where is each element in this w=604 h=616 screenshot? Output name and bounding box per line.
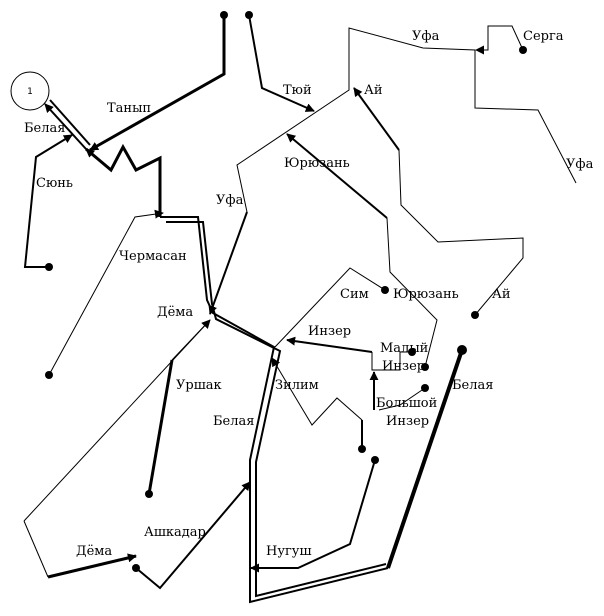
river-inzer (286, 336, 416, 371)
label-belaya-right: Белая (452, 378, 493, 393)
label-ai-right: Ай (492, 287, 511, 302)
label-yuryuzan-mid: Юрюзань (393, 287, 459, 302)
label-ufa-right: Уфа (566, 157, 594, 172)
label-inzer: Инзер (308, 324, 351, 339)
label-dyoma-bottom: Дёма (76, 544, 112, 559)
river-serga (475, 25, 527, 55)
river-dyoma (23, 319, 211, 579)
river-bolshoy-inzer (369, 371, 429, 411)
label-belaya-top: Белая (24, 121, 65, 136)
label-ashkadar: Ашкадар (144, 525, 206, 540)
river-yuryuzan (286, 133, 438, 371)
label-ai-top: Ай (364, 83, 383, 98)
label-ufa-top: Уфа (412, 29, 440, 44)
label-bolshoy-inzer-line2: Инзер (386, 414, 429, 429)
river-ai (353, 87, 524, 319)
river-ashkadar (132, 481, 251, 590)
river-urshak (145, 319, 211, 498)
river-belaya-main (44, 99, 467, 604)
label-bolshoy-inzer-line1: Большой (376, 396, 437, 411)
label-zilim: Зилим (275, 378, 319, 393)
river-chermasan (45, 209, 164, 379)
label-tyuy: Тюй (283, 83, 312, 98)
label-ufa-mid: Уфа (216, 193, 244, 208)
label-syun: Сюнь (36, 176, 73, 191)
river-tyuy (245, 11, 315, 112)
marker-number: 1 (27, 87, 33, 97)
label-belaya-mid: Белая (213, 414, 254, 429)
river-ufa (208, 27, 577, 315)
label-tanyp: Танып (107, 101, 151, 116)
river-tanyp (89, 11, 228, 152)
label-urshak: Уршак (176, 378, 222, 393)
label-yuryuzan-top: Юрюзань (284, 156, 350, 171)
label-maly-inzer-line2: Инзер (382, 359, 425, 374)
label-dyoma-mid: Дёма (157, 305, 193, 320)
river-sim (274, 267, 389, 348)
label-maly-inzer-line1: Малый (380, 341, 428, 356)
river-syun (23, 134, 73, 271)
river-zilim (271, 357, 366, 453)
label-serga: Серга (523, 29, 564, 44)
label-chermasan: Чермасан (119, 249, 187, 264)
label-nugush: Нугуш (266, 544, 312, 559)
label-sim: Сим (340, 287, 369, 302)
river-nugush (250, 456, 379, 573)
marker-circle: 1 (10, 71, 50, 111)
